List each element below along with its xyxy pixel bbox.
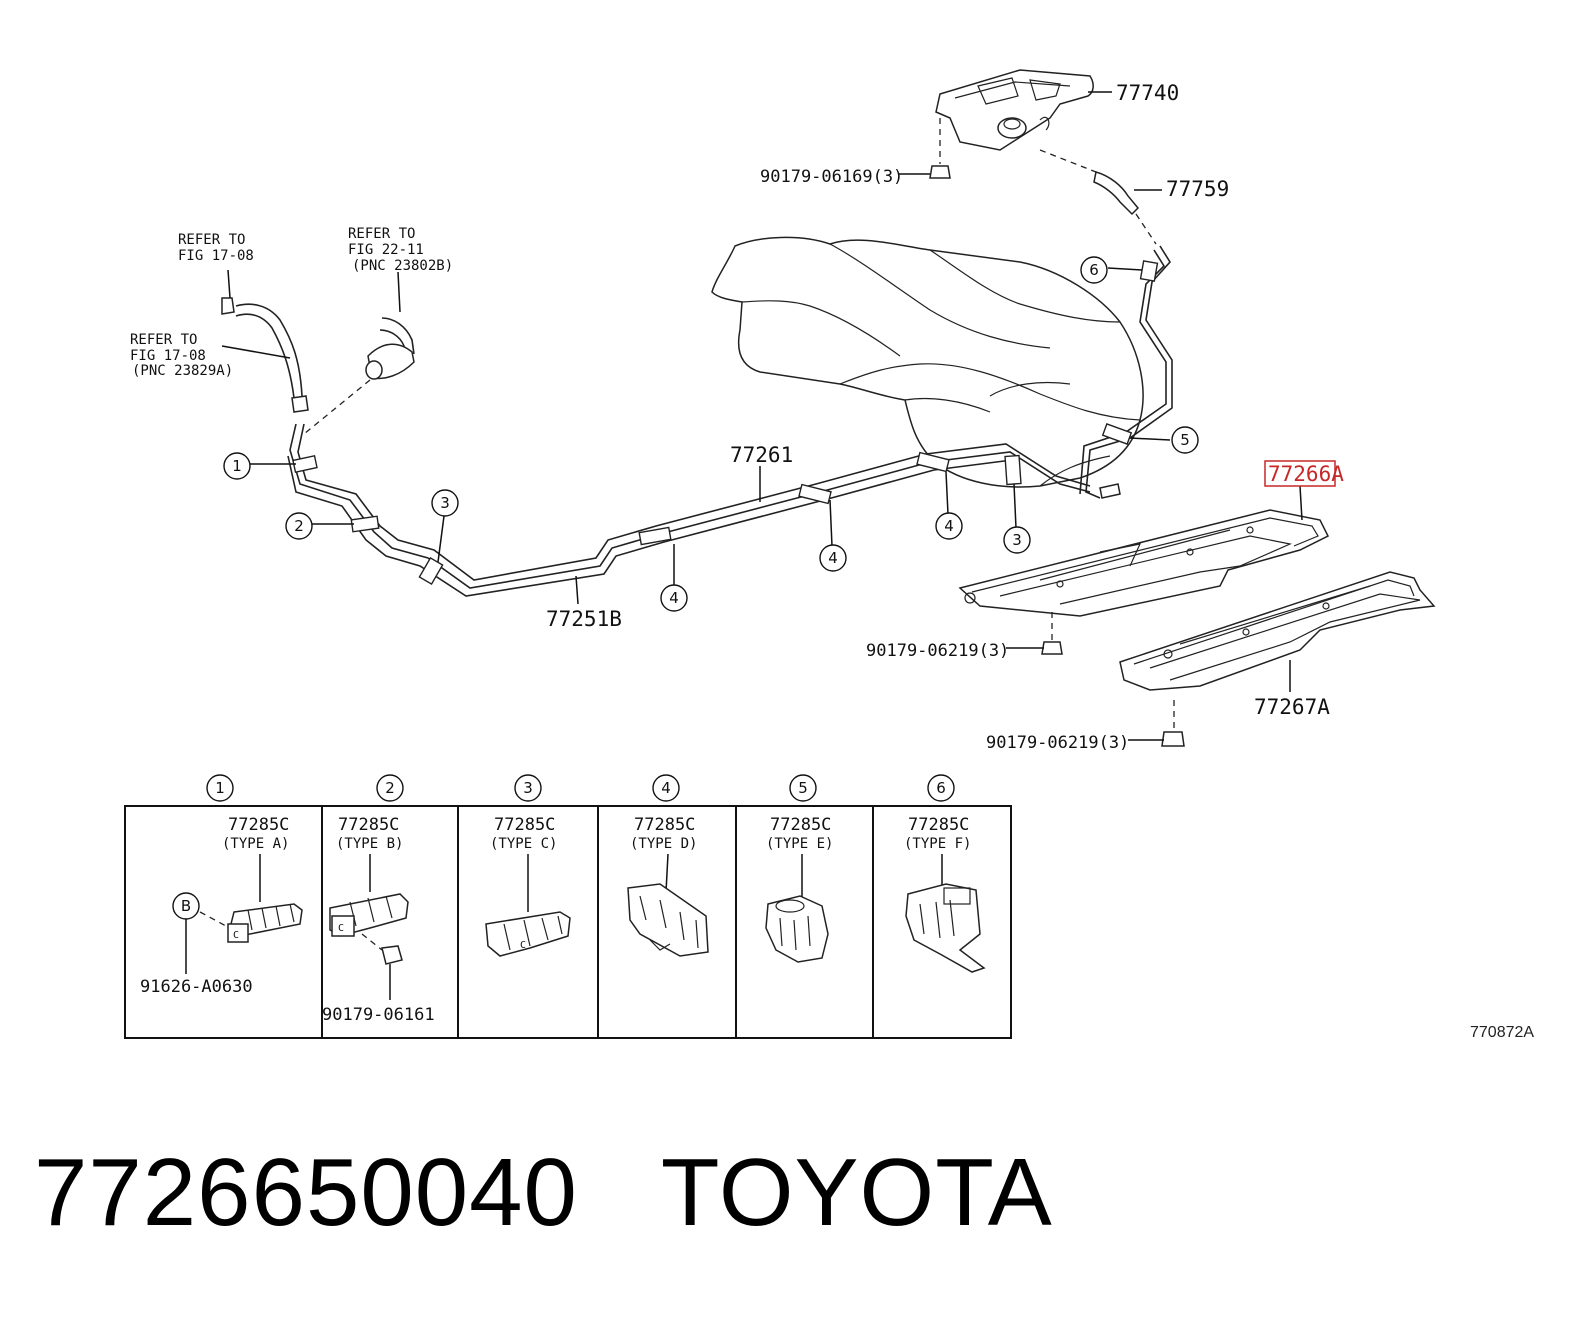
clip-cell-type-a: 77285C (TYPE A) C B 91626-A0630	[140, 815, 303, 997]
callout-1: 1	[223, 452, 251, 480]
svg-text:6: 6	[936, 779, 946, 797]
svg-text:6: 6	[1089, 261, 1099, 279]
svg-text:1: 1	[215, 779, 225, 797]
fuel-tank	[711, 236, 1144, 488]
callout-6: 6	[1080, 256, 1108, 284]
table-header-5: 5	[789, 774, 817, 802]
label-bolt-low: 90179-06219(3)	[986, 733, 1129, 753]
callout-3-left: 3	[431, 489, 459, 517]
svg-text:77285C: 77285C	[228, 815, 289, 835]
svg-text:5: 5	[1180, 431, 1190, 449]
svg-text:(TYPE B): (TYPE B)	[336, 836, 403, 852]
svg-text:(TYPE E): (TYPE E)	[766, 836, 833, 852]
svg-text:(TYPE D): (TYPE D)	[630, 836, 697, 852]
label-77740: 77740	[1116, 81, 1179, 105]
label-77266a[interactable]: 77266A	[1268, 462, 1344, 486]
clip-cell-type-e: 77285C (TYPE E)	[765, 815, 833, 963]
highlight-box	[1264, 460, 1336, 487]
svg-text:1: 1	[232, 457, 242, 475]
table-header-2: 2	[376, 774, 404, 802]
callout-4-b: 4	[819, 544, 847, 572]
table-header-6: 6	[927, 774, 955, 802]
label-77759: 77759	[1166, 177, 1229, 201]
footer-part-number: 7726650040	[34, 1139, 578, 1246]
svg-text:3: 3	[440, 494, 450, 512]
callout-3-right: 3	[1003, 526, 1031, 554]
refer1-line1: REFER TO	[178, 232, 245, 248]
svg-text:2: 2	[294, 517, 304, 535]
svg-text:77285C: 77285C	[770, 815, 831, 835]
label-77261: 77261	[730, 443, 793, 467]
refer-hose-pnc-23802b	[365, 271, 415, 380]
refer-hose-left	[221, 269, 309, 413]
svg-text:4: 4	[828, 549, 838, 567]
refer2-line3: (PNC 23802B)	[352, 258, 453, 274]
svg-text:(TYPE F): (TYPE F)	[904, 836, 971, 852]
protector-77266a	[958, 509, 1330, 617]
svg-text:90179-06161: 90179-06161	[322, 1005, 435, 1025]
refer1-line2: FIG 17-08	[178, 248, 254, 264]
callout-4-c: 4	[935, 512, 963, 540]
svg-text:77285C: 77285C	[908, 815, 969, 835]
svg-text:B: B	[181, 897, 191, 915]
callout-4-a: 4	[660, 584, 688, 612]
label-77267a: 77267A	[1254, 695, 1330, 719]
table-header-1: 1	[206, 774, 234, 802]
svg-text:C: C	[520, 940, 526, 951]
table-header-3: 3	[514, 774, 542, 802]
svg-text:4: 4	[944, 517, 954, 535]
svg-text:4: 4	[661, 779, 671, 797]
clip-cell-type-d: 77285C (TYPE D)	[627, 815, 709, 957]
refer3-line3: (PNC 23829A)	[132, 363, 233, 379]
table-header-4: 4	[652, 774, 680, 802]
svg-text:91626-A0630: 91626-A0630	[140, 977, 253, 997]
callout-5: 5	[1171, 426, 1199, 454]
svg-text:2: 2	[385, 779, 395, 797]
footer-brand: TOYOTA	[660, 1139, 1053, 1246]
canister-bracket-77740	[935, 69, 1094, 151]
svg-text:C: C	[233, 930, 239, 941]
svg-text:C: C	[338, 923, 344, 934]
label-bolt-top: 90179-06169(3)	[760, 167, 903, 187]
refer3-line1: REFER TO	[130, 332, 197, 348]
svg-text:(TYPE C): (TYPE C)	[490, 836, 557, 852]
svg-text:(TYPE A): (TYPE A)	[222, 836, 289, 852]
footer-title: 7726650040 TOYOTA	[34, 1128, 1134, 1258]
refer3-line2: FIG 17-08	[130, 348, 206, 364]
label-77251b: 77251B	[546, 607, 622, 631]
callout-2: 2	[285, 512, 313, 540]
svg-text:5: 5	[798, 779, 808, 797]
label-bolt-mid: 90179-06219(3)	[866, 641, 1009, 661]
clip-cell-type-b: 77285C (TYPE B) C 90179-06161	[322, 815, 435, 1025]
svg-text:77285C: 77285C	[494, 815, 555, 835]
nut-90179-06169	[929, 165, 951, 179]
svg-text:3: 3	[523, 779, 533, 797]
svg-text:77285C: 77285C	[634, 815, 695, 835]
clip-cell-type-c: 77285C (TYPE C) C	[485, 815, 571, 957]
svg-text:77285C: 77285C	[338, 815, 399, 835]
figure-code: 770872A	[1470, 1024, 1535, 1041]
refer2-line2: FIG 22-11	[348, 242, 424, 258]
refer2-line1: REFER TO	[348, 226, 415, 242]
clip-cell-type-f: 77285C (TYPE F)	[904, 815, 986, 973]
protector-77267a	[1119, 571, 1436, 691]
svg-text:4: 4	[669, 589, 679, 607]
svg-text:3: 3	[1012, 531, 1022, 549]
clip-table: 1 2 3 4 5 6 77285C (TYPE A) C B 91626-A0…	[124, 774, 1012, 1039]
